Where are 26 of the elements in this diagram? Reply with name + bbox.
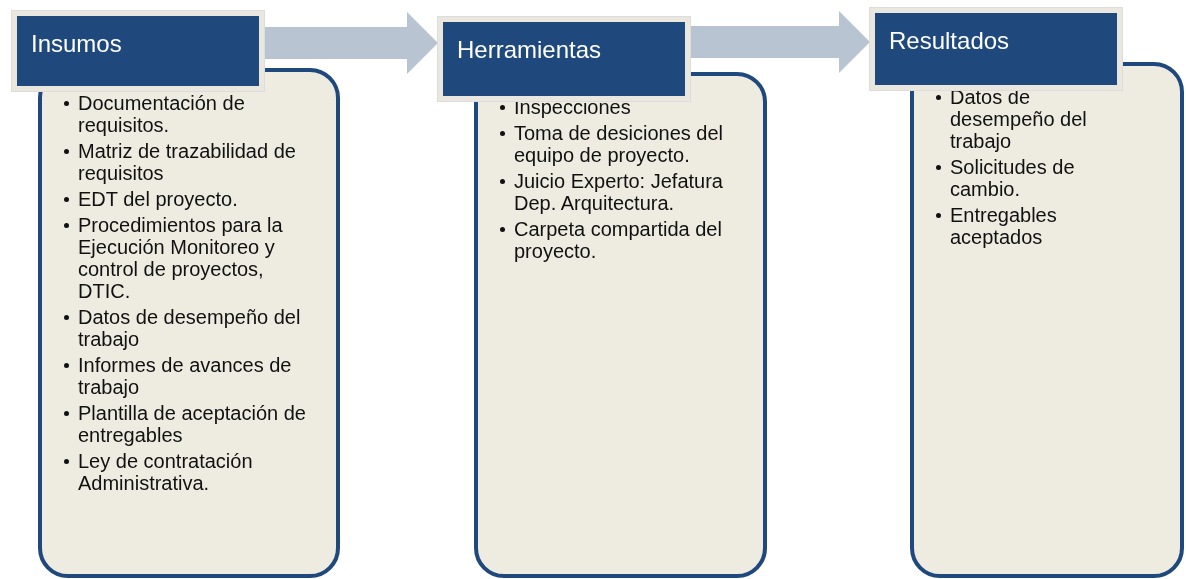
block-arrow — [690, 11, 870, 73]
bullet-item: Entregables aceptados — [950, 204, 1058, 248]
header-label: Insumos — [31, 30, 122, 57]
bullet-item: Matriz de trazabilidad de requisitos — [78, 140, 297, 184]
bullet-item: Plantilla de aceptación de entregables — [78, 402, 307, 446]
content-panel — [38, 68, 340, 578]
bullet-item: Informes de avances de trabajo — [78, 354, 293, 398]
bullet-item: Toma de desiciones del equipo de proyecto. — [514, 122, 724, 166]
bullet-item: Procedimientos para la Ejecución Monitoreo y control de proyectos, DTIC. — [78, 214, 284, 302]
bullet-item: Datos de desempeño del trabajo — [950, 86, 1088, 152]
bullet-item: Solicitudes de cambio. — [950, 156, 1076, 200]
content-panel — [910, 62, 1184, 578]
header-box — [870, 8, 1122, 90]
content-panel — [474, 72, 767, 578]
bullet-item: Documentación de requisitos. — [78, 92, 246, 136]
bullet-item: Datos de desempeño del trabajo — [78, 306, 302, 350]
header-box — [12, 11, 264, 91]
bullet-item: Carpeta compartida del proyecto. — [514, 218, 723, 262]
header-label: Resultados — [889, 27, 1010, 54]
bullet-item: EDT del proyecto. — [78, 188, 239, 210]
block-arrow — [264, 12, 438, 74]
header-label: Herramientas — [457, 36, 602, 63]
header-box — [438, 17, 690, 101]
bullet-item: Juicio Experto: Jefatura Dep. Arquitectura. — [514, 170, 724, 214]
bullet-item: Inspecciones — [514, 96, 632, 118]
bullet-item: Ley de contratación Administrativa. — [78, 450, 254, 494]
